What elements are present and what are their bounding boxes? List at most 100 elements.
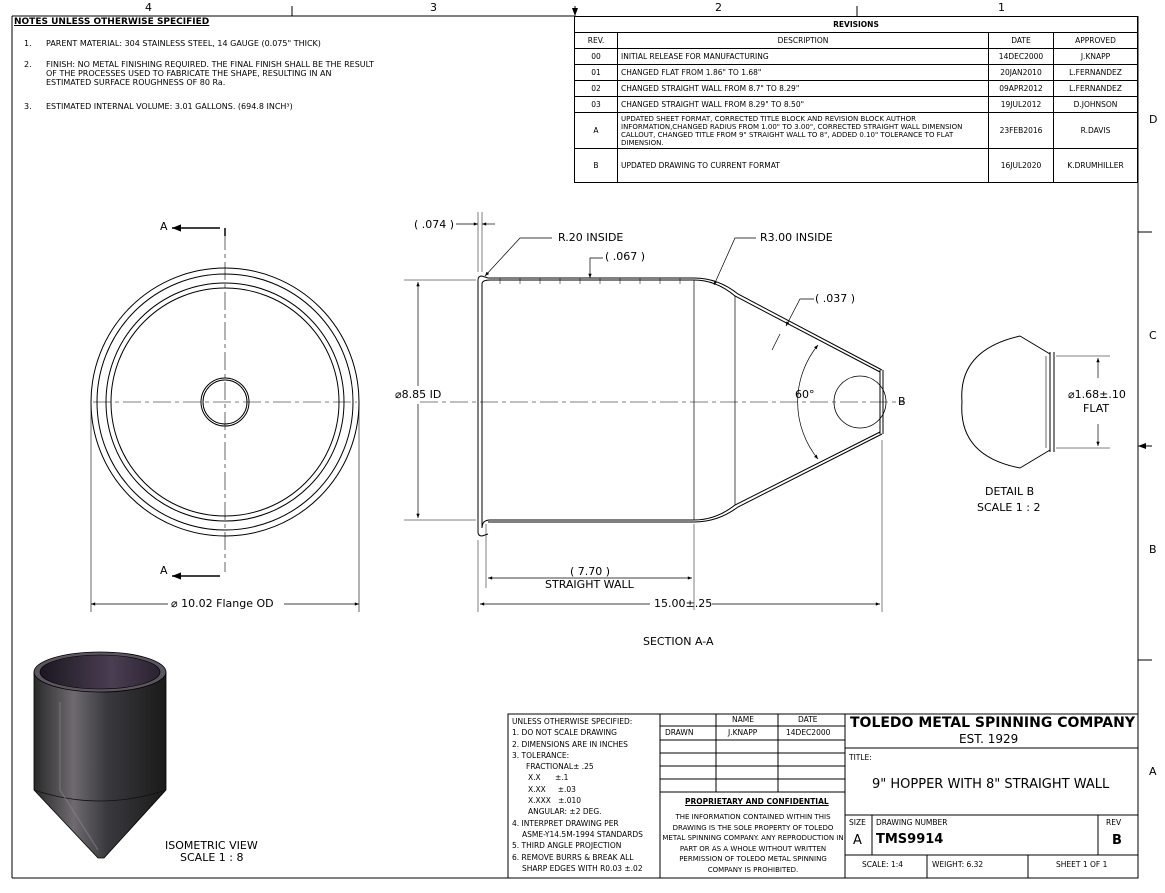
- note-3-num: 3.: [24, 102, 32, 111]
- iso-title: ISOMETRIC VIEW: [165, 839, 258, 852]
- flange-od-value: 10.02 Flange OD: [181, 597, 274, 610]
- dim-074: ( .074 ): [414, 218, 455, 231]
- drawing-title: 9" HOPPER WITH 8" STRAIGHT WALL: [872, 777, 1110, 792]
- rev-approved-cell: J.KNAPP: [1053, 48, 1138, 65]
- sheet-value: SHEET 1 OF 1: [1056, 860, 1108, 869]
- rev-desc-cell: UPDATED DRAWING TO CURRENT FORMAT: [617, 148, 989, 183]
- drawing-number-label: DRAWING NUMBER: [876, 818, 948, 827]
- proprietary-text: THE INFORMATION CONTAINED WITHIN THIS DR…: [662, 813, 844, 874]
- tol-line: 3. TOLERANCE:: [512, 750, 570, 760]
- title-block-frame: [507, 713, 1139, 879]
- rev-desc-cell: INITIAL RELEASE FOR MANUFACTURING: [617, 48, 989, 65]
- note-2-num: 2.: [24, 60, 32, 69]
- note-3-text: ESTIMATED INTERNAL VOLUME: 3.01 GALLONS.…: [46, 102, 293, 111]
- table-row: 03 CHANGED STRAIGHT WALL FROM 8.29" TO 8…: [574, 96, 1138, 113]
- tol-line: X.XXX ±.010: [528, 796, 582, 806]
- tol-line: 5. THIRD ANGLE PROJECTION: [512, 841, 622, 851]
- zone-label-1: 1: [998, 1, 1005, 14]
- section-title: SECTION A-A: [643, 635, 714, 648]
- table-row: 01 CHANGED FLAT FROM 1.86" TO 1.68" 20JA…: [574, 64, 1138, 81]
- rev-header-approved: APPROVED: [1053, 32, 1138, 49]
- cut-label-bottom: A: [160, 564, 168, 577]
- rev-value: B: [1112, 833, 1122, 848]
- overall-length: 15.00±.25: [654, 597, 713, 610]
- title-label: TITLE:: [849, 753, 872, 762]
- note-1-text: PARENT MATERIAL: 304 STAINLESS STEEL, 14…: [46, 39, 321, 48]
- zone-label-b: B: [1149, 543, 1157, 556]
- section-view: [404, 212, 905, 612]
- straight-wall-value: 7.70: [577, 565, 603, 578]
- zone-label-d: D: [1149, 113, 1158, 126]
- rev-approved-cell: K.DRUMHILLER: [1053, 148, 1138, 183]
- dim-067: ( .067 ): [605, 250, 646, 263]
- revisions-title: REVISIONS: [574, 16, 1138, 33]
- zone-label-4: 4: [145, 1, 152, 14]
- rev-header-rev: REV.: [574, 32, 618, 49]
- detail-ref-label: B: [898, 395, 906, 408]
- zone-label-a: A: [1149, 765, 1157, 778]
- tol-line: ASME-Y14.5M-1994 STANDARDS: [522, 829, 643, 839]
- drawn-name: J.KNAPP: [728, 728, 758, 737]
- rev-approved-cell: L.FERNANDEZ: [1053, 80, 1138, 97]
- zone-label-c: C: [1149, 329, 1157, 342]
- tol-line: ANGULAR: ±2 DEG.: [528, 807, 602, 817]
- iso-scale: SCALE 1 : 8: [180, 851, 244, 864]
- tol-line: 2. DIMENSIONS ARE IN INCHES: [512, 739, 628, 749]
- rev-label: REV: [1106, 818, 1122, 827]
- tol-line: FRACTIONAL± .25: [526, 762, 594, 772]
- name-header: NAME: [732, 715, 754, 724]
- dim-074-value: .074: [421, 218, 447, 231]
- size-label: SIZE: [849, 818, 866, 827]
- drawn-label: DRAWN: [665, 728, 694, 737]
- rev-cell: 00: [574, 48, 618, 65]
- table-row: 02 CHANGED STRAIGHT WALL FROM 8.7" TO 8.…: [574, 80, 1138, 97]
- tol-line: X.X ±.1: [528, 773, 569, 783]
- id-value: 8.85 ID: [401, 388, 442, 401]
- rev-desc-cell: CHANGED STRAIGHT WALL FROM 8.29" TO 8.50…: [617, 96, 989, 113]
- r300-label: R3.00 INSIDE: [760, 231, 833, 244]
- id-label: ⌀8.85 ID: [395, 388, 442, 401]
- flat-dim: ⌀1.68±.10: [1068, 388, 1126, 401]
- tol-line: 6. REMOVE BURRS & BREAK ALL: [512, 852, 634, 862]
- rev-cell: 01: [574, 64, 618, 81]
- tolerance-block: UNLESS OTHERWISE SPECIFIED: 1. DO NOT SC…: [512, 716, 643, 874]
- rev-desc-cell: UPDATED SHEET FORMAT, CORRECTED TITLE BL…: [617, 112, 989, 149]
- detail-scale: SCALE 1 : 2: [977, 501, 1041, 514]
- rev-date-cell: 23FEB2016: [988, 112, 1054, 149]
- table-row: A UPDATED SHEET FORMAT, CORRECTED TITLE …: [574, 112, 1138, 149]
- flat-label: FLAT: [1083, 402, 1110, 415]
- note-1-num: 1.: [24, 39, 32, 48]
- table-row: B UPDATED DRAWING TO CURRENT FORMAT 16JU…: [574, 148, 1138, 183]
- angle-label: 60°: [795, 388, 815, 401]
- rev-cell: 03: [574, 96, 618, 113]
- r20-label: R.20 INSIDE: [558, 231, 624, 244]
- tol-line: X.XX ±.03: [528, 784, 576, 794]
- tol-line: 4. INTERPRET DRAWING PER: [512, 818, 619, 828]
- detail-b-view: [961, 335, 1110, 469]
- notes-title: NOTES UNLESS OTHERWISE SPECIFIED: [14, 17, 210, 27]
- rev-desc-cell: CHANGED FLAT FROM 1.86" TO 1.68": [617, 64, 989, 81]
- rev-approved-cell: D.JOHNSON: [1053, 96, 1138, 113]
- rev-date-cell: 09APR2012: [988, 80, 1054, 97]
- table-row: 00 INITIAL RELEASE FOR MANUFACTURING 14D…: [574, 48, 1138, 65]
- front-view: [90, 224, 360, 612]
- company-est: EST. 1929: [959, 732, 1019, 746]
- detail-title: DETAIL B: [985, 485, 1035, 498]
- rev-approved-cell: L.FERNANDEZ: [1053, 64, 1138, 81]
- rev-date-cell: 14DEC2000: [988, 48, 1054, 65]
- zone-label-3: 3: [430, 1, 437, 14]
- drawn-date: 14DEC2000: [786, 728, 831, 737]
- isometric-view: [33, 651, 167, 859]
- dim-037: ( .037 ): [815, 292, 856, 305]
- rev-cell: 02: [574, 80, 618, 97]
- rev-date-cell: 19JUL2012: [988, 96, 1054, 113]
- straight-wall-label: STRAIGHT WALL: [545, 578, 634, 591]
- rev-header-desc: DESCRIPTION: [617, 32, 989, 49]
- rev-cell: B: [574, 148, 618, 183]
- weight-value: WEIGHT: 6.32: [932, 860, 984, 869]
- company-name: TOLEDO METAL SPINNING COMPANY: [850, 715, 1135, 731]
- rev-cell: A: [574, 112, 618, 149]
- rev-desc-cell: CHANGED STRAIGHT WALL FROM 8.7" TO 8.29": [617, 80, 989, 97]
